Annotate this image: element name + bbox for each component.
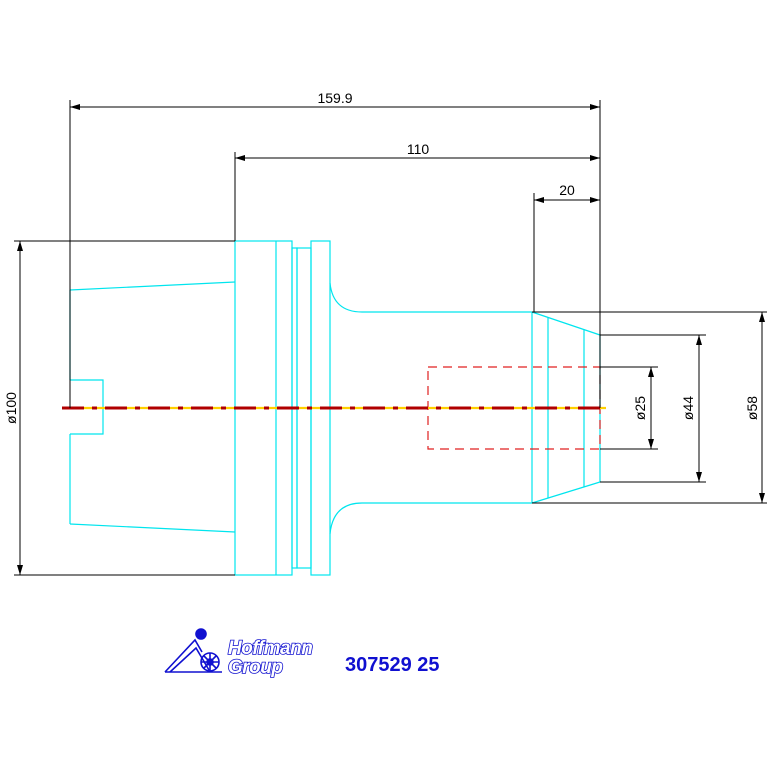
dimension-lines (14, 100, 767, 576)
dim-dia-tip: ø44 (680, 396, 696, 420)
logo-line1: Hoffmann (228, 638, 312, 659)
dim-tip-length: 20 (559, 182, 575, 198)
dim-dia-neck: ø58 (744, 396, 760, 420)
dimension-arrows (17, 104, 765, 575)
logo-figure-icon (164, 628, 222, 673)
dim-shank-length: 110 (407, 141, 430, 157)
dim-overall-length: 159.9 (317, 90, 352, 106)
part-number: 307529 25 (345, 654, 440, 676)
logo-line2: Group (228, 657, 283, 678)
company-logo: Hoffmann Group (164, 628, 314, 679)
dim-dia-bore: ø25 (632, 396, 648, 420)
dim-dia-head: ø100 (3, 392, 19, 424)
